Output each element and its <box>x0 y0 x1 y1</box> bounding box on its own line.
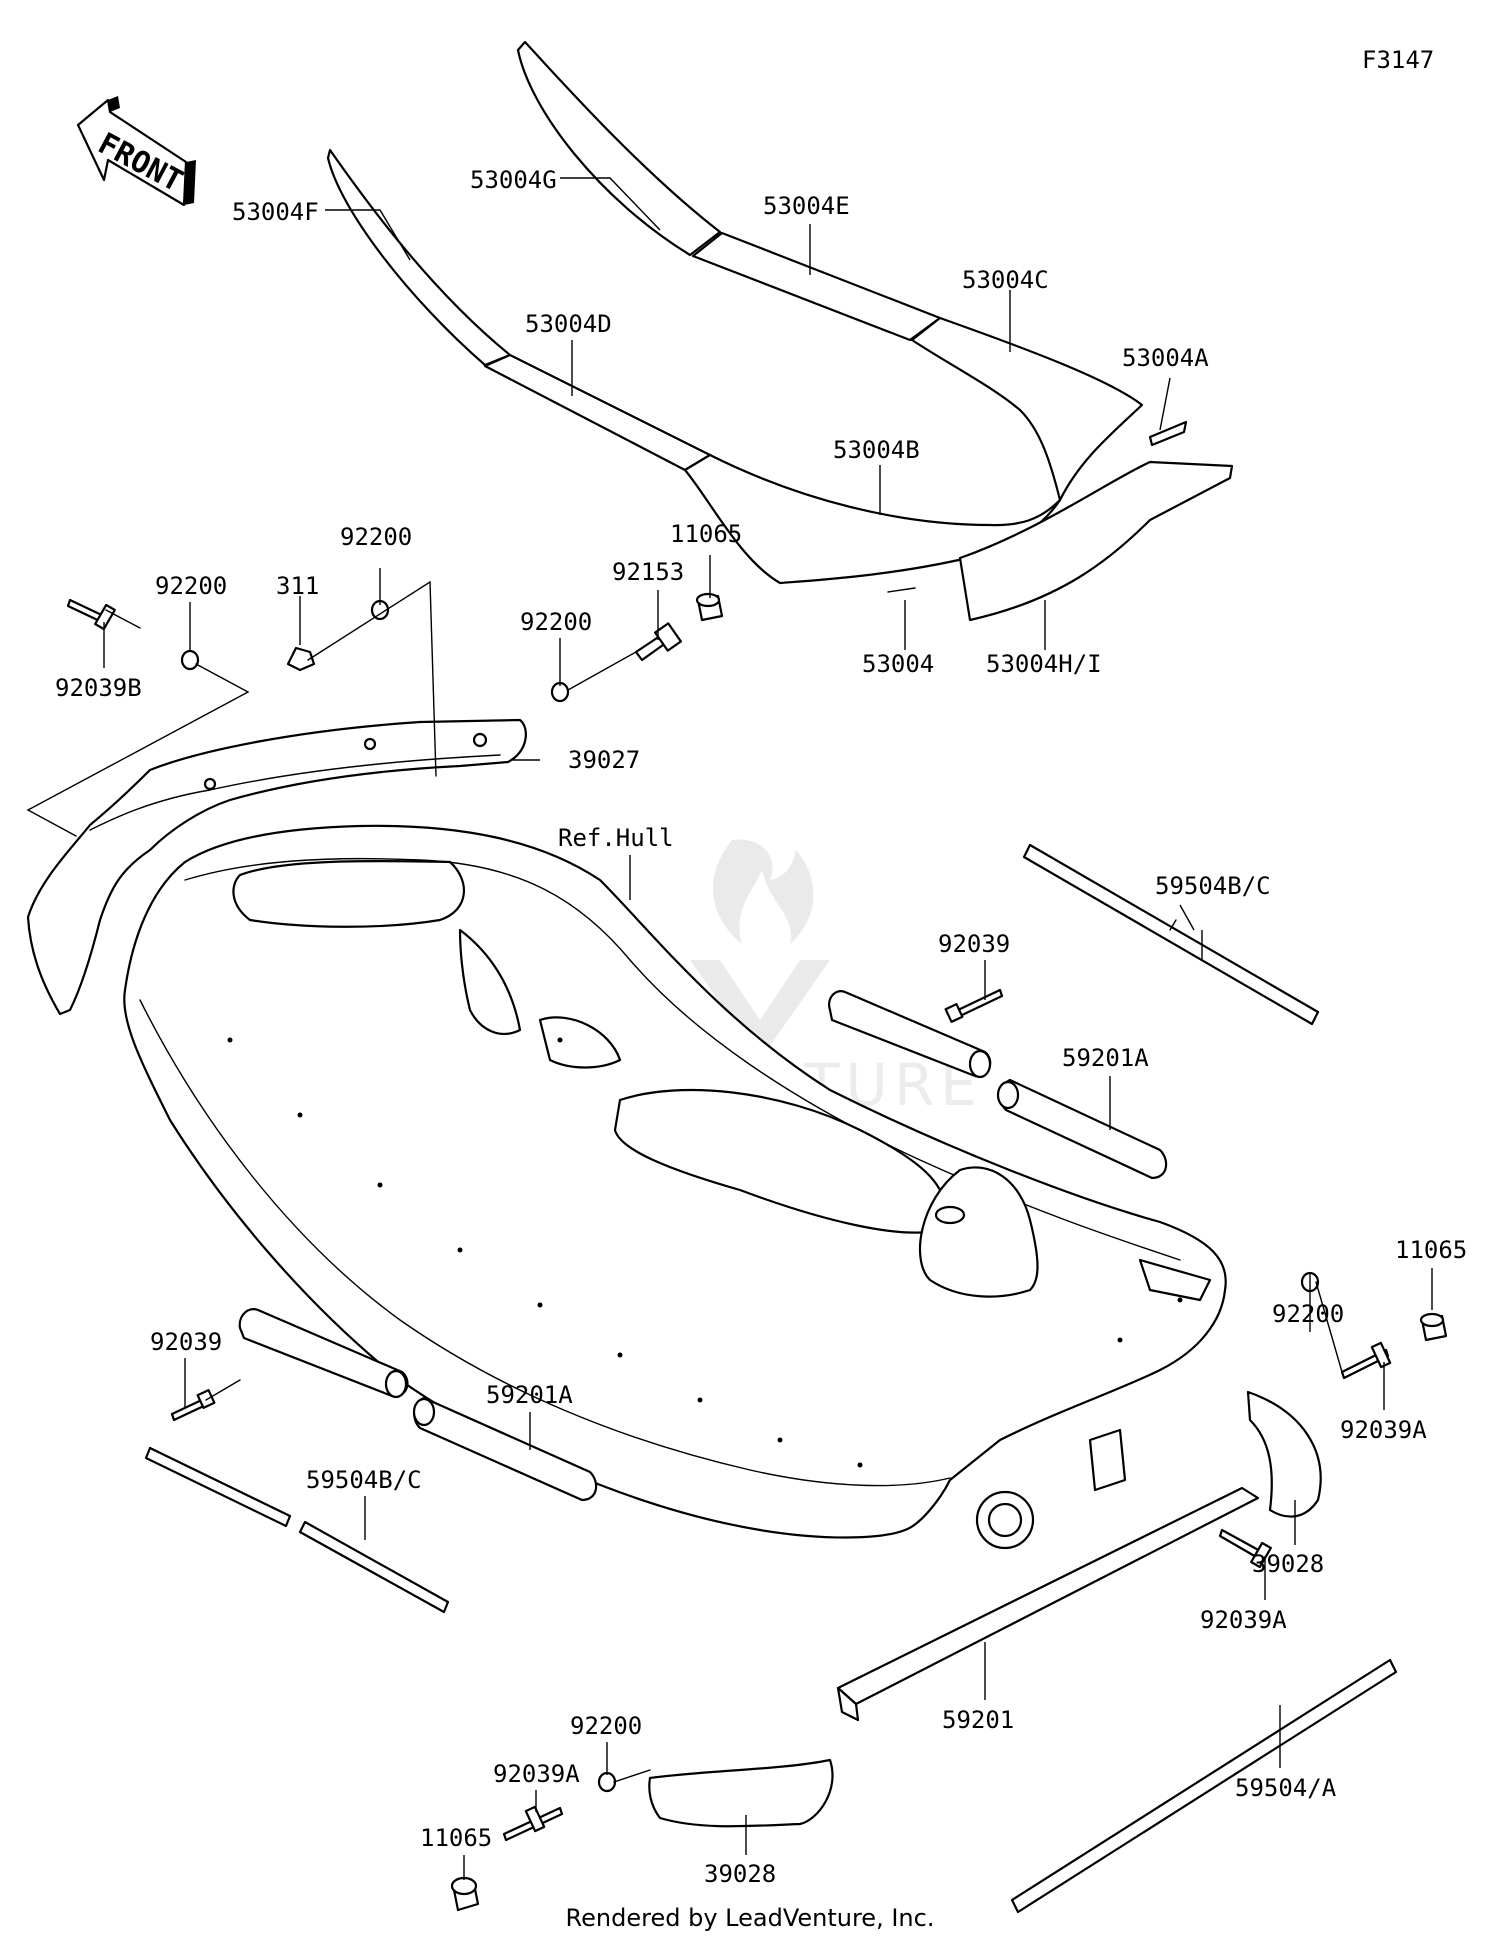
bumper-59201A-left-rear <box>412 1396 598 1502</box>
corner-39028-bottom <box>648 1758 834 1828</box>
callout-11065-bottom: 11065 <box>420 1824 492 1852</box>
callout-53004D: 53004D <box>525 310 612 338</box>
callout-11065-top: 11065 <box>670 520 742 548</box>
callout-59201: 59201 <box>942 1706 1014 1734</box>
callout-39028-right: 39028 <box>1252 1550 1324 1578</box>
rivet-92039-left <box>170 1389 216 1422</box>
callout-labels: 53004G 53004F 53004E 53004C 53004D 53004… <box>55 166 1467 1888</box>
callout-59504A: 59504/A <box>1235 1774 1337 1802</box>
callout-92039-top: 92039 <box>938 930 1010 958</box>
figure-code: F3147 <box>1362 46 1434 74</box>
callout-53004C: 53004C <box>962 266 1049 294</box>
callout-92200-right: 92200 <box>1272 1300 1344 1328</box>
rail-59504BC-left <box>144 1446 450 1614</box>
callout-53004E: 53004E <box>763 192 850 220</box>
bumper-59201A-left-front <box>238 1308 409 1399</box>
callout-92039A-right: 92039A <box>1340 1416 1427 1444</box>
callout-92200-c: 92200 <box>520 608 592 636</box>
callout-92039A-mid: 92039A <box>1200 1606 1287 1634</box>
hull <box>123 824 1227 1550</box>
leader-lines <box>26 177 1433 1880</box>
callout-11065-right: 11065 <box>1395 1236 1467 1264</box>
corner-39028-right <box>1246 1390 1322 1518</box>
callout-59201A-left: 59201A <box>486 1381 573 1409</box>
callout-59201A-top: 59201A <box>1062 1044 1149 1072</box>
callout-92200-b: 92200 <box>155 572 227 600</box>
callout-53004HI: 53004H/I <box>986 650 1102 678</box>
mat-53004HI <box>958 460 1234 622</box>
callout-59504BC-left: 59504B/C <box>306 1466 422 1494</box>
hull-rivets <box>227 1037 1183 1468</box>
callout-92200-bottom: 92200 <box>570 1712 642 1740</box>
callout-92153: 92153 <box>612 558 684 586</box>
callout-53004A: 53004A <box>1122 344 1209 372</box>
mat-53004 <box>887 587 916 593</box>
callout-311: 311 <box>276 572 319 600</box>
callout-39028-bottom: 39028 <box>704 1860 776 1888</box>
callout-92039-left: 92039 <box>150 1328 222 1356</box>
rivet-92039-top <box>944 988 1004 1023</box>
fasteners <box>66 592 1448 1912</box>
mat-53004E <box>691 231 942 342</box>
hull-body <box>123 824 1227 1539</box>
callout-53004B: 53004B <box>833 436 920 464</box>
callout-ref-hull: Ref.Hull <box>558 824 674 852</box>
callout-59504BC-top: 59504B/C <box>1155 872 1271 900</box>
rail-59504BC-top <box>1022 843 1320 1026</box>
deck-mats <box>326 40 1234 622</box>
seat-pad-39027 <box>26 718 527 1016</box>
footer-credit: Rendered by LeadVenture, Inc. <box>566 1904 935 1932</box>
mat-53004A <box>1148 420 1188 447</box>
mat-53004G <box>516 40 722 257</box>
callout-53004G: 53004G <box>470 166 557 194</box>
rail-59504A <box>1010 1658 1398 1914</box>
callout-53004F: 53004F <box>232 198 319 226</box>
callout-92039A-bottom: 92039A <box>493 1760 580 1788</box>
bumper-59201A-top-front <box>828 990 992 1079</box>
bumper-59201 <box>836 1486 1260 1722</box>
callout-92039B: 92039B <box>55 674 142 702</box>
front-arrow-icon: FRONT <box>76 96 196 207</box>
bumper-59201A-top-rear <box>996 1078 1168 1180</box>
mat-53004C <box>910 316 1144 502</box>
mat-53004D <box>483 353 712 472</box>
callout-39027: 39027 <box>568 746 640 774</box>
callout-92200-a: 92200 <box>340 523 412 551</box>
callout-53004: 53004 <box>862 650 934 678</box>
